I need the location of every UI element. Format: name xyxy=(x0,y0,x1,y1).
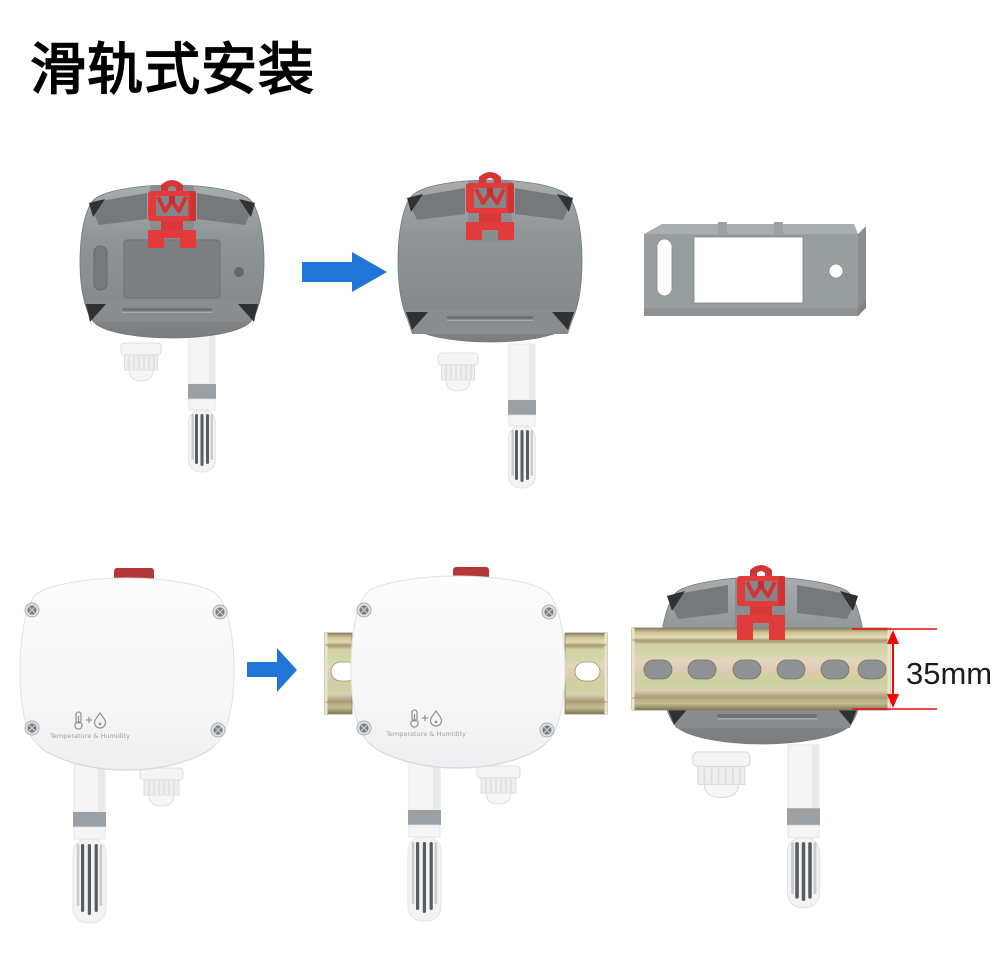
din-clip xyxy=(737,565,785,640)
cable-gland xyxy=(476,765,521,805)
device-label-text: Temperature & Humidity xyxy=(49,732,130,740)
figure-step6-rear-on-rail: 35mm xyxy=(630,558,992,916)
bracket-tab xyxy=(774,222,783,234)
bottom-groove xyxy=(717,714,817,718)
sensor-probe xyxy=(72,749,107,924)
din-rail xyxy=(324,632,608,715)
thermometer-icon xyxy=(410,709,419,728)
housing-front xyxy=(350,575,566,769)
din-mount-bracket xyxy=(644,222,866,316)
water-drop-icon xyxy=(93,711,107,729)
plus-icon xyxy=(422,715,428,721)
plus-icon xyxy=(86,717,92,723)
rail-slots xyxy=(643,659,887,680)
rail-slot xyxy=(574,661,601,682)
figure-step2-rear-view-installed xyxy=(390,166,590,508)
back-panel-recess xyxy=(123,239,221,299)
din-clip xyxy=(148,180,196,248)
din-clip xyxy=(466,172,514,240)
cable-gland xyxy=(437,352,479,392)
figure-step5-front-on-rail: Temperature & Humidity xyxy=(324,560,670,938)
din-rail xyxy=(631,627,891,711)
water-drop-icon xyxy=(429,709,443,727)
cable-gland xyxy=(139,767,184,807)
page-title: 滑轨式安装 xyxy=(30,38,315,103)
thermometer-icon xyxy=(74,711,83,730)
bracket-hole xyxy=(828,263,844,279)
device-label: Temperature & Humidity xyxy=(385,709,466,738)
figure-step1-rear-view xyxy=(72,176,272,476)
figure-bracket xyxy=(640,222,872,318)
side-vent-slot xyxy=(93,245,108,291)
sensor-probe xyxy=(407,747,442,922)
bracket-slot xyxy=(656,238,673,297)
sensor-probe xyxy=(188,327,216,473)
sensor-probe xyxy=(508,343,536,489)
device-label-text: Temperature & Humidity xyxy=(385,730,466,738)
bracket-tab xyxy=(718,222,727,234)
vent-slots xyxy=(195,414,209,466)
corner-screws xyxy=(24,602,228,738)
cable-gland xyxy=(692,751,751,799)
rail-width-dimension: 35mm xyxy=(852,628,992,710)
arrow-right-icon xyxy=(300,243,390,295)
device-label: Temperature & Humidity xyxy=(49,711,130,740)
bottom-groove xyxy=(122,308,212,312)
mounting-hole xyxy=(234,267,244,277)
cable-gland xyxy=(120,342,162,382)
sensor-probe xyxy=(787,744,821,909)
arrow-right-icon xyxy=(243,643,301,695)
housing-front xyxy=(19,577,235,771)
corner-screws xyxy=(356,602,557,738)
bracket-window xyxy=(693,236,804,304)
bottom-groove xyxy=(447,316,533,320)
dimension-label: 35mm xyxy=(906,656,992,691)
figure-step4-front-view: Temperature & Humidity xyxy=(10,562,245,934)
